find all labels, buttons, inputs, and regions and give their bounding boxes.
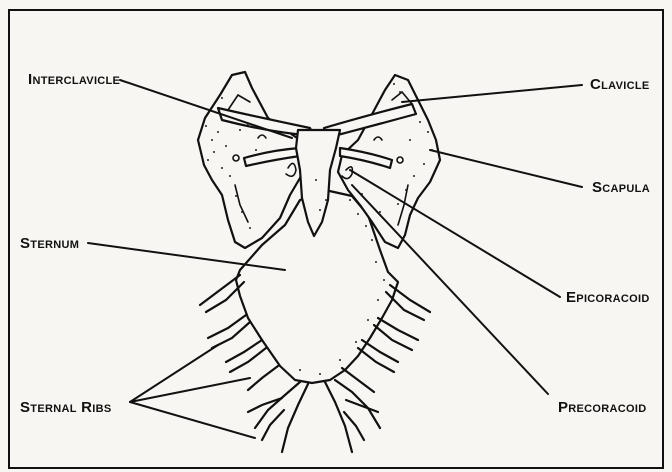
label-interclavicle: Interclavicle <box>28 71 120 88</box>
label-sternal-ribs: Sternal Ribs <box>20 399 112 416</box>
label-clavicle: Clavicle <box>590 76 649 93</box>
leader-scapula <box>430 150 582 187</box>
label-sternum: Sternum <box>20 235 79 252</box>
label-epicoracoid: Epicoracoid <box>566 289 650 306</box>
leader-sternal-ribs-3 <box>130 402 255 438</box>
label-scapula: Scapula <box>592 179 650 196</box>
label-precoracoid: Precoracoid <box>558 399 646 416</box>
leader-clavicle <box>402 85 582 102</box>
